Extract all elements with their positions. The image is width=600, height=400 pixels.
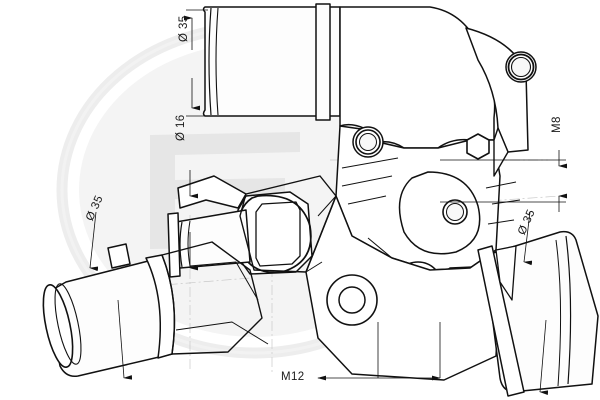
angled-brace-upper bbox=[177, 175, 247, 209]
dimension-label-right-m8: M8 bbox=[551, 116, 563, 133]
lower-pipe-tab bbox=[107, 243, 131, 269]
large-round-boss bbox=[398, 171, 481, 255]
dimension-label-mid-d16: Ø 16 bbox=[175, 114, 187, 141]
housing-body bbox=[42, 3, 599, 397]
dimline-right-m8 bbox=[440, 150, 567, 212]
dimension-label-top-d35: Ø 35 bbox=[178, 15, 190, 42]
nipple-flange bbox=[167, 212, 181, 278]
hex-bolt-head bbox=[466, 133, 490, 160]
dimline-right-d35 bbox=[523, 211, 549, 395]
dimension-label-bottom-m12: M12 bbox=[281, 371, 305, 383]
right-pipe-bead bbox=[477, 245, 525, 397]
dimline-left-d35 bbox=[89, 211, 133, 380]
dimline-top-d35 bbox=[184, 9, 208, 117]
dimline-bottom-m12 bbox=[317, 322, 441, 381]
dimension-lines bbox=[89, 9, 567, 395]
main-casting-upper bbox=[339, 6, 496, 149]
pipe-bead-rib bbox=[315, 3, 331, 121]
lower-left-transition bbox=[161, 241, 263, 355]
